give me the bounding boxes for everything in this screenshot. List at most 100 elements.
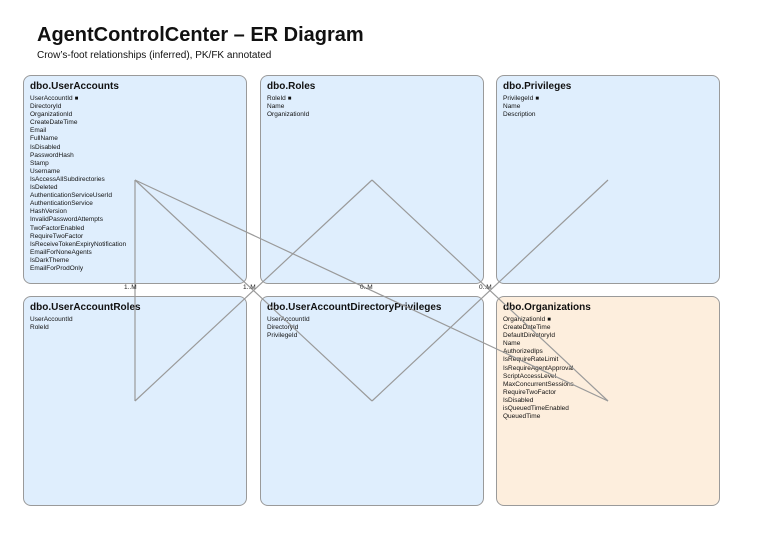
column-row: FullName [30, 135, 240, 143]
column-name: IsReceiveTokenExpiryNotification [30, 240, 127, 248]
column-name: IsDisabled [30, 143, 61, 151]
column-row: Email [30, 127, 240, 135]
column-name: RoleId [30, 324, 49, 332]
page-title: AgentControlCenter – ER Diagram [37, 24, 364, 46]
column-row: IsDisabled [503, 397, 713, 405]
column-name: Name [267, 103, 285, 111]
entity-user-accounts[interactable]: dbo.UserAccounts UserAccountId■Directory… [23, 75, 247, 284]
column-row: HashVersion [30, 208, 240, 216]
column-row: PrivilegeId [267, 332, 477, 340]
column-name: IsDisabled [503, 396, 534, 404]
column-name: CreateDateTime [503, 324, 551, 332]
column-name: Description [503, 111, 536, 119]
column-name: EmailForProdOnly [30, 264, 84, 272]
column-row: Name [503, 340, 713, 348]
column-row: IsDeleted [30, 184, 240, 192]
column-name: isQueuedTimeEnabled [503, 405, 569, 413]
column-row: IsDarkTheme [30, 257, 240, 265]
entity-title: dbo.Organizations [503, 302, 591, 313]
column-name: UserAccountId [30, 95, 73, 102]
column-name: AuthenticationService [30, 200, 93, 208]
column-row: EmailForProdOnly [30, 265, 240, 273]
entity-title: dbo.UserAccounts [30, 81, 119, 92]
column-row: MaxConcurrentSessions [503, 381, 713, 389]
entity-title: dbo.UserAccountDirectoryPrivileges [267, 302, 442, 313]
column-name: TwoFactorEnabled [30, 224, 85, 232]
column-row: RoleId■ [267, 95, 477, 103]
cardinality-label: 1..M [243, 284, 256, 291]
column-row: PasswordHash [30, 152, 240, 160]
entity-title: dbo.UserAccountRoles [30, 302, 141, 313]
column-name: IsDarkTheme [30, 256, 70, 264]
column-row: CreateDateTime [30, 119, 240, 127]
column-row: EmailForNoneAgents [30, 249, 240, 257]
column-name: DirectoryId [30, 103, 62, 111]
column-row: UserAccountId [30, 316, 240, 324]
column-row: isQueuedTimeEnabled [503, 405, 713, 413]
column-row: UserAccountId [267, 316, 477, 324]
column-name: Name [503, 103, 521, 111]
column-row: Username [30, 168, 240, 176]
column-row: IsAccessAllSubdirectories [30, 176, 240, 184]
entity-title: dbo.Privileges [503, 81, 572, 92]
entity-user-account-directory-privileges[interactable]: dbo.UserAccountDirectoryPrivileges UserA… [260, 296, 484, 506]
column-row: OrganizationId [267, 111, 477, 119]
column-name: MaxConcurrentSessions [503, 380, 574, 388]
column-row: InvalidPasswordAttempts [30, 216, 240, 224]
column-row: RequireTwoFactor [503, 389, 713, 397]
column-name: RequireTwoFactor [503, 388, 557, 396]
column-name: EmailForNoneAgents [30, 248, 92, 256]
column-name: IsRequireRateLimit [503, 356, 559, 364]
column-row: Description [503, 111, 713, 119]
column-row: RequireTwoFactor [30, 233, 240, 241]
cardinality-label: 0..M [360, 284, 373, 291]
column-row: AuthorizedIps [503, 348, 713, 356]
column-name: IsDeleted [30, 184, 58, 192]
column-row: IsRequireAgentApproval [503, 365, 713, 373]
column-row: DefaultDirectoryId [503, 332, 713, 340]
column-name: Email [30, 127, 47, 135]
column-name: UserAccountId [267, 316, 310, 323]
column-name: RequireTwoFactor [30, 232, 84, 240]
column-row: DirectoryId [30, 103, 240, 111]
column-name: InvalidPasswordAttempts [30, 216, 103, 224]
column-name: FullName [30, 135, 58, 143]
column-row: Name [503, 103, 713, 111]
column-name: Username [30, 167, 60, 175]
column-row: UserAccountId■ [30, 95, 240, 103]
cardinality-label: 1..M [124, 284, 137, 291]
column-name: IsRequireAgentApproval [503, 364, 574, 372]
column-name: DirectoryId [267, 324, 299, 332]
primary-key-icon: ■ [547, 317, 551, 323]
column-row: CreateDateTime [503, 324, 713, 332]
column-row: AuthenticationService [30, 200, 240, 208]
column-row: PrivilegeId■ [503, 95, 713, 103]
column-row: RoleId [30, 324, 240, 332]
column-row: IsReceiveTokenExpiryNotification [30, 241, 240, 249]
column-name: OrganizationId [30, 111, 73, 119]
column-name: PrivilegeId [503, 95, 534, 102]
primary-key-icon: ■ [287, 96, 292, 102]
entity-title: dbo.Roles [267, 81, 316, 92]
column-name: PrivilegeId [267, 332, 298, 340]
column-name: AuthenticationServiceUserId [30, 192, 113, 200]
column-row: IsDisabled [30, 144, 240, 152]
page-subtitle: Crow’s-foot relationships (inferred), PK… [37, 50, 272, 61]
column-name: OrganizationId [267, 111, 310, 119]
column-name: PasswordHash [30, 151, 74, 159]
column-row: QueuedTime [503, 413, 713, 421]
column-row: ScriptAccessLevel [503, 373, 713, 381]
entity-organizations[interactable]: dbo.Organizations OrganizationId■CreateD… [496, 296, 720, 506]
column-row: TwoFactorEnabled [30, 225, 240, 233]
column-row: AuthenticationServiceUserId [30, 192, 240, 200]
cardinality-label: 0..M [479, 284, 492, 291]
column-name: ScriptAccessLevel [503, 372, 557, 380]
